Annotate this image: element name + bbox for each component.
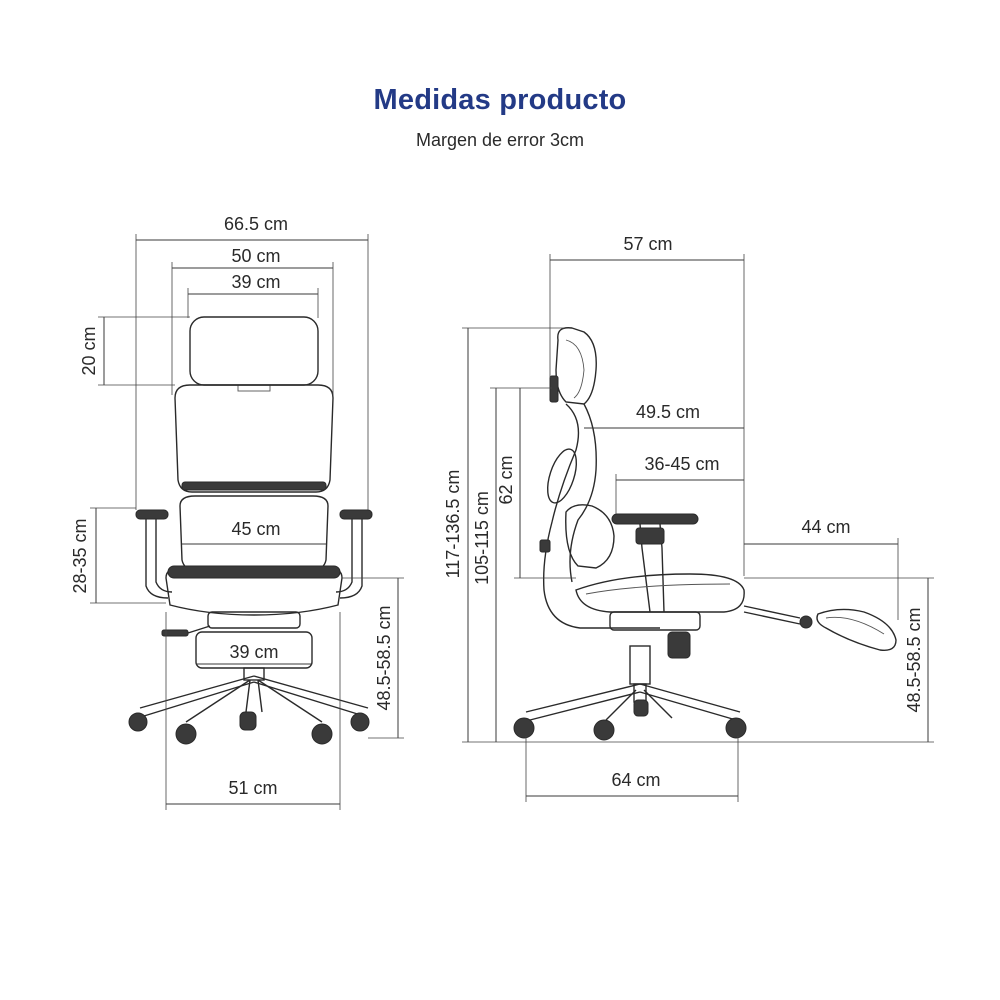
side-footrest-length-label: 44 cm	[801, 517, 850, 537]
front-seat-width-label: 39 cm	[229, 642, 278, 662]
front-mechanism	[207, 611, 301, 629]
front-right-armpad	[339, 509, 373, 520]
side-armpad	[611, 513, 699, 525]
front-left-armpost	[145, 519, 169, 599]
front-headrest	[189, 316, 319, 386]
side-gas-cylinder	[629, 645, 651, 685]
front-left-armpad	[135, 509, 169, 520]
front-dimensions	[90, 234, 404, 810]
side-footrest-rail	[743, 605, 801, 625]
side-seat-inner	[585, 583, 731, 595]
front-lever-arm	[187, 625, 211, 634]
side-footrest-height-label: 48.5-58.5 cm	[904, 607, 924, 712]
front-seat-cushion	[167, 565, 341, 579]
front-backrest	[174, 384, 334, 493]
side-seat-depth-label: 36-45 cm	[644, 454, 719, 474]
front-armrest-height-label: 28-35 cm	[70, 518, 90, 593]
front-headrest-neck	[237, 384, 271, 392]
side-footrest-pad	[816, 608, 897, 651]
front-headrest-width-label: 39 cm	[231, 272, 280, 292]
side-lumbar-knob	[539, 539, 551, 553]
side-arm-joint	[635, 527, 665, 545]
front-headrest-height-label: 20 cm	[79, 326, 99, 375]
side-back-cutout	[546, 448, 578, 504]
page-title: Medidas producto	[373, 84, 627, 116]
side-backrest-height-label: 62 cm	[496, 455, 516, 504]
side-dimensions	[462, 254, 934, 802]
side-total-height-label: 117-136.5 cm	[443, 470, 463, 579]
side-headrest	[555, 327, 597, 405]
front-gas-cylinder	[243, 667, 265, 681]
front-total-width-label: 66.5 cm	[224, 214, 288, 234]
front-casters	[128, 711, 370, 745]
side-headrest-clip	[549, 375, 559, 403]
side-footrest-joint	[799, 615, 813, 629]
side-lumbar	[565, 504, 615, 569]
front-base	[139, 675, 369, 723]
front-right-armpost	[339, 519, 363, 599]
side-back-mesh	[569, 403, 597, 583]
front-view	[128, 316, 373, 745]
side-back-frame	[543, 403, 660, 629]
side-headrest-inner	[565, 339, 585, 399]
side-footrest-pad-inner	[825, 616, 885, 635]
side-base	[525, 683, 741, 721]
side-view	[513, 327, 897, 741]
front-left-armpost-inner	[155, 519, 173, 593]
front-backrest-band	[181, 481, 327, 491]
side-paddle	[667, 631, 691, 659]
side-backrest-range-label: 105-115 cm	[472, 491, 492, 585]
side-casters	[513, 699, 747, 741]
side-base-depth-label: 64 cm	[611, 770, 660, 790]
page-subtitle: Margen de error 3cm	[415, 130, 585, 150]
side-total-depth-label: 57 cm	[623, 234, 672, 254]
front-armrest-width-label: 50 cm	[231, 246, 280, 266]
front-right-armpost-inner	[335, 519, 353, 593]
front-seat-height-label: 48.5-58.5 cm	[374, 605, 394, 710]
side-mechanism	[609, 611, 701, 631]
front-backrest-width-label: 45 cm	[231, 519, 280, 539]
front-base-width-label: 51 cm	[228, 778, 277, 798]
side-seat	[575, 573, 745, 613]
side-armrest-depth-label: 49.5 cm	[636, 402, 700, 422]
